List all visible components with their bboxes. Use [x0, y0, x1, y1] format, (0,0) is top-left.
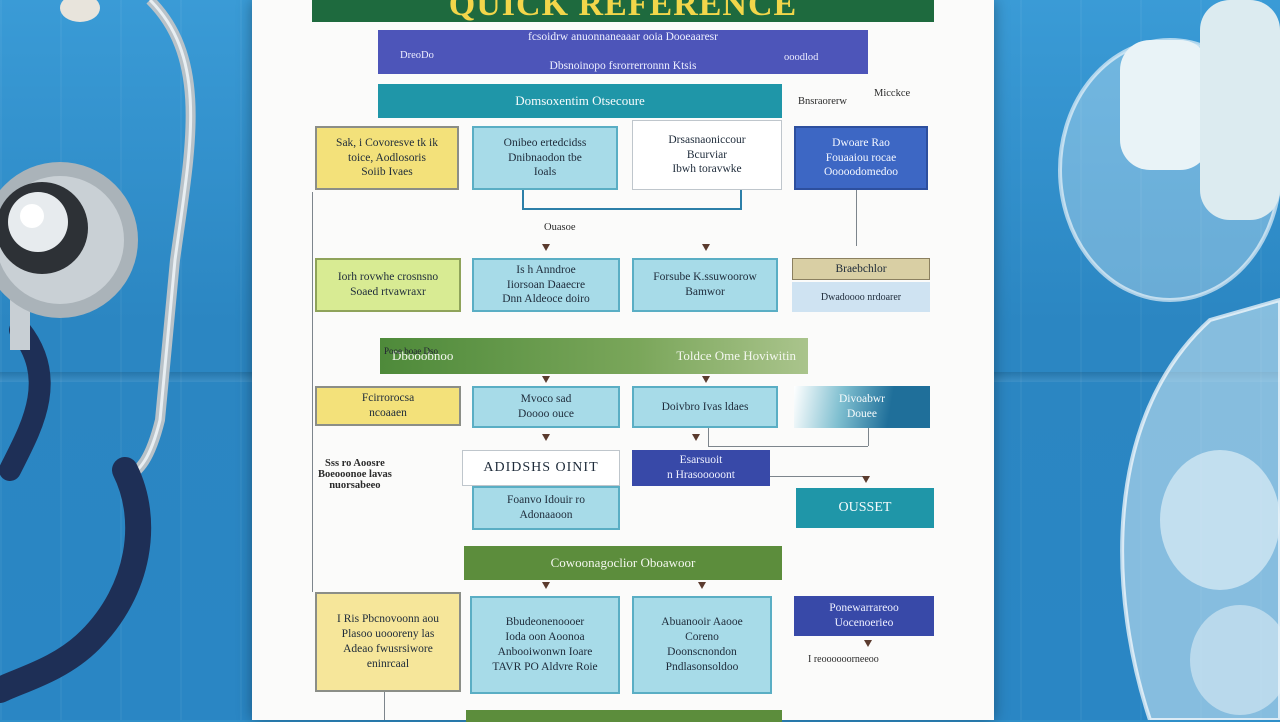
arrow [702, 244, 710, 251]
side-note-5: I reoooooorneeoo [808, 654, 879, 665]
intro-left-tag: DreoDo [400, 50, 434, 61]
criteria-box-lime-2: Iorh rovwhe crosnsno Soaed rtvawraxr [315, 258, 461, 312]
criteria-box-white-4: ADIDSHS OINIT [462, 450, 620, 486]
intro-line-1: fcsoidrw anuonnaneaaar ooia Dooeaaresr [528, 30, 718, 43]
criteria-box-tan-2: Braebchlor [792, 258, 930, 280]
arrow [702, 376, 710, 383]
section-header-teal: Domsoxentim Otsecoure [378, 84, 782, 118]
section-header-green-3 [466, 710, 782, 722]
connector [708, 446, 868, 447]
mid-label: Ouasoe [544, 222, 576, 233]
criteria-box-white-1: Drsasnaoniccour Bcurviar Ibwh toravwke [632, 120, 782, 190]
intro-right-tag: ooodlod [784, 52, 819, 63]
connector [522, 190, 524, 210]
arrow [542, 434, 550, 441]
criteria-box-cyan-4: Foanvo Idouir ro Adonaaoon [472, 486, 620, 530]
title-banner: QUICK REFERENCE [312, 0, 934, 22]
section-header-green-2: Cowoonagoclior Oboawoor [464, 546, 782, 580]
criteria-box-navy-5: Ponewarrareoo Uocenoerieo [794, 596, 934, 636]
side-note-4: Sss ro Aoosre Boeooonoe lavas nuorsabeeo [318, 458, 392, 491]
criteria-box-blue-1: Dwoare Rao Fouaaiou rocae Ooooodomedoo [794, 126, 928, 190]
connector [384, 692, 385, 720]
connector [856, 190, 857, 246]
connector [770, 476, 866, 477]
arrow [698, 582, 706, 589]
arrow [692, 434, 700, 441]
criteria-box-tan-2-sub: Dwadoooo nrdoarer [792, 282, 930, 312]
connector [868, 428, 869, 446]
arrow [862, 476, 870, 483]
criteria-box-cyan-1: Onibeo ertedcidss Dnibnaodon tbe Ioals [472, 126, 618, 190]
page-title: QUICK REFERENCE [448, 0, 798, 22]
connector [522, 208, 742, 210]
side-label-top-2: Micckce [874, 88, 911, 99]
arrow [542, 582, 550, 589]
criteria-box-navy-4: Esarsuoit n Hrasooooont [632, 450, 770, 486]
criteria-box-teal-3: Divoabwr Douee [794, 386, 930, 428]
criteria-box-cyan-2b: Forsube K.ssuwoorow Bamwor [632, 258, 778, 312]
criteria-box-yellow-3: Fcirrorocsa ncoaaen [315, 386, 461, 426]
left-rail [312, 192, 313, 592]
intro-banner: fcsoidrw anuonnaneaaar ooia Dooeaaresr D… [378, 30, 868, 74]
quick-reference-sheet: QUICK REFERENCE fcsoidrw anuonnaneaaar o… [252, 0, 994, 722]
lab-glassware-icon [1058, 0, 1280, 720]
criteria-box-cyan-2a: Is h Anndroe Iiorsoan Daaecre Dnn Aldeoc… [472, 258, 620, 312]
arrow [864, 640, 872, 647]
side-label-top: Bnsraorerw [798, 96, 847, 107]
section-header-green: Dbooobnoo Toldce Ome Hoviwitin [380, 338, 808, 374]
criteria-box-cyan-3b: Doivbro Ivas ldaes [632, 386, 778, 428]
green-banner-right: Toldce Ome Hoviwitin [676, 347, 796, 363]
criteria-box-yellow-1: Sak, i Covoresve tk ik toice, Aodlosoris… [315, 126, 459, 190]
criteria-box-cyan-5a: Bbudeonenoooer Ioda oon Aoonoa Anbooiwon… [470, 596, 620, 694]
green-banner-small: Pooe boae Dso [384, 346, 438, 356]
arrow [542, 376, 550, 383]
criteria-box-yellow-5: I Ris Pbcnovoonn aou Plasoo uoooreny las… [315, 592, 461, 692]
intro-line-2: Dbsnoinopo fsrorrerronnn Ktsis [549, 60, 697, 73]
connector [708, 428, 709, 446]
criteria-box-teal-4: OUSSET [796, 488, 934, 528]
connector [740, 190, 742, 210]
criteria-box-cyan-3a: Mvoco sad Doooo ouce [472, 386, 620, 428]
stethoscope-icon [0, 0, 196, 703]
criteria-box-cyan-5b: Abuanooir Aaooe Coreno Doonscnondon Pndl… [632, 596, 772, 694]
arrow [542, 244, 550, 251]
green-banner-left: Dbooobnoo [392, 347, 454, 363]
